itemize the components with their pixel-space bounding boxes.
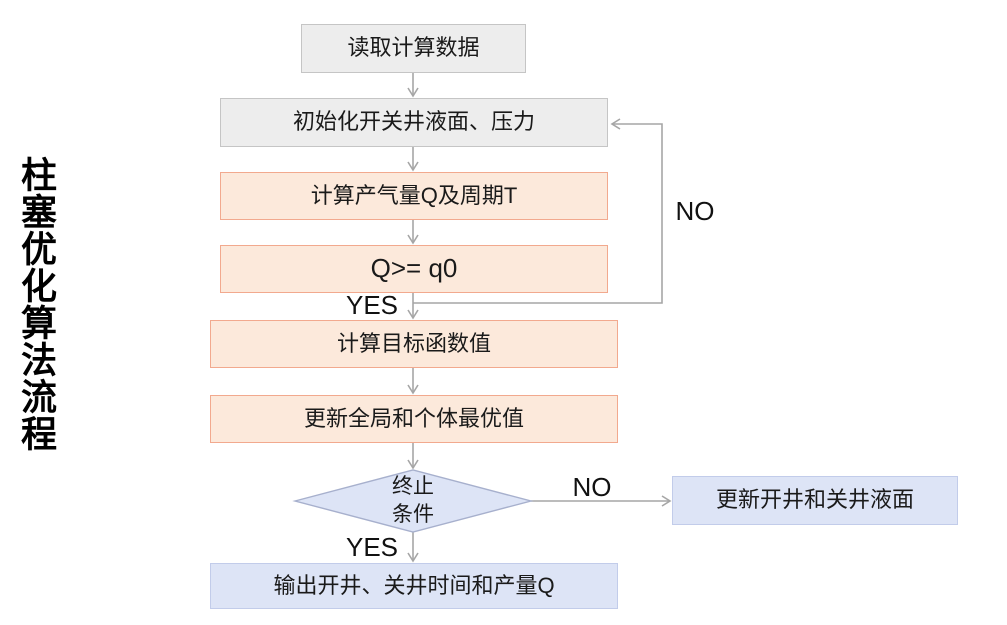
edge-label-terminate-no: NO: [572, 472, 612, 502]
node-terminate-label: 终止 条件: [392, 474, 434, 526]
node-objective: 计算目标函数值: [210, 320, 618, 368]
arrow-calcq-to-qcheck: [407, 220, 419, 245]
edge-label-terminate-yes: YES: [345, 532, 399, 562]
arrow-read-to-init: [407, 73, 419, 98]
edge-label-qcheck-yes: YES: [345, 290, 399, 320]
arrow-terminate-yes-to-output: [407, 532, 419, 563]
arrow-objective-to-updatebest: [407, 368, 419, 395]
node-init: 初始化开关井液面、压力: [220, 98, 608, 147]
edge-label-qcheck-no: NO: [675, 196, 715, 226]
node-calc-q: 计算产气量Q及周期T: [220, 172, 608, 220]
node-update-levels: 更新开井和关井液面: [672, 476, 958, 525]
node-q-check: Q>= q0: [220, 245, 608, 293]
arrow-updatebest-to-terminate: [407, 443, 419, 470]
node-output: 输出开井、关井时间和产量Q: [210, 563, 618, 609]
page-title: 柱塞优化算法流程: [16, 156, 57, 452]
node-update-best: 更新全局和个体最优值: [210, 395, 618, 443]
arrow-qcheck-yes-to-objective: [407, 293, 419, 320]
node-read-data: 读取计算数据: [301, 24, 526, 73]
arrow-init-to-calcq: [407, 147, 419, 172]
